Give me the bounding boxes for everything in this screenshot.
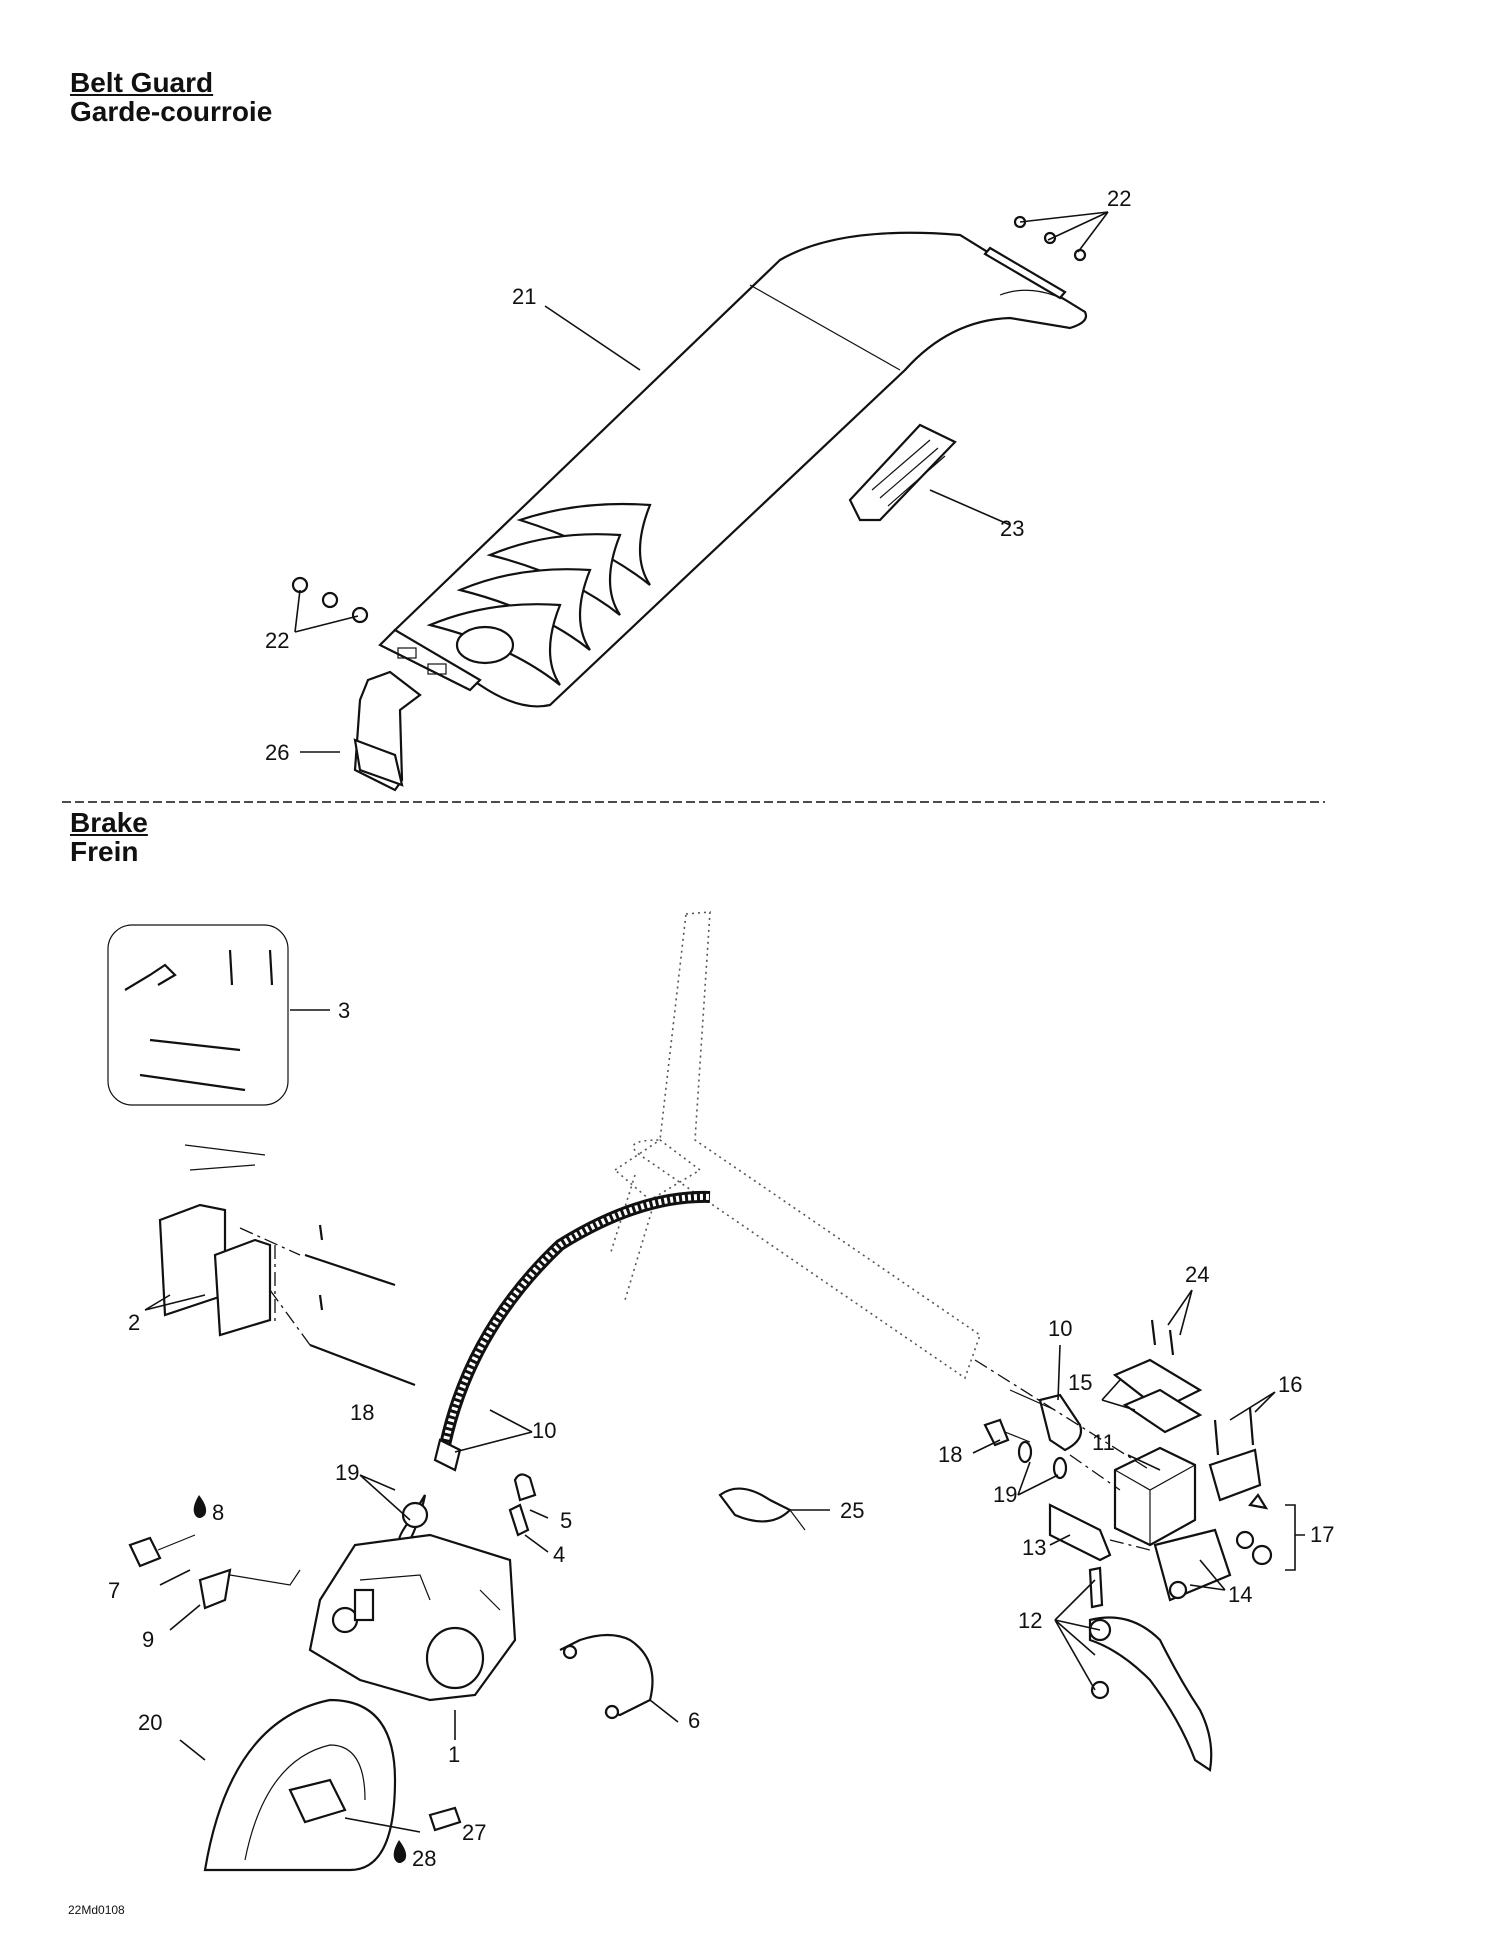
belt-guard-leaders	[294, 211, 1109, 753]
callout-4: 4	[553, 1542, 565, 1567]
bracket-26	[353, 670, 422, 792]
retainer-9	[198, 1568, 301, 1610]
cap-5	[513, 1473, 537, 1502]
handlebar-phantom	[609, 911, 981, 1380]
lubricant-drop-icon	[193, 1495, 207, 1518]
callout-5: 5	[560, 1508, 572, 1533]
banjo-fitting-10	[1009, 1389, 1083, 1452]
callout-25: 25	[840, 1498, 864, 1523]
callout-22-left: 22	[265, 628, 289, 653]
callout-16: 16	[1278, 1372, 1302, 1397]
brake-hose-10	[397, 1190, 711, 1547]
brake-title-en: Brake	[70, 807, 148, 838]
callout-27: 27	[462, 1820, 486, 1845]
callout-21: 21	[512, 284, 536, 309]
callout-15: 15	[1068, 1370, 1092, 1395]
callout-14: 14	[1228, 1582, 1252, 1607]
callout-26: 26	[265, 740, 289, 765]
nuts-22-top	[1013, 215, 1087, 262]
drawing-reference: 22Md0108	[68, 1903, 125, 1917]
bleeder-4	[508, 1503, 530, 1537]
callout-19-right: 19	[993, 1482, 1017, 1507]
nuts-22-left	[291, 576, 369, 624]
screws-24	[1150, 1319, 1175, 1356]
callout-18-right: 18	[938, 1442, 962, 1467]
brake-disc-20	[203, 1698, 462, 1872]
callout-11: 11	[1092, 1430, 1115, 1455]
callout-10-right: 10	[1048, 1316, 1072, 1341]
callout-24: 24	[1185, 1262, 1209, 1287]
washers-19-right	[1017, 1440, 1068, 1480]
belt-guard-title-fr: Garde-courroie	[70, 96, 273, 127]
brake-heading: Brake Frein	[70, 808, 148, 866]
pivot-parts-17	[1235, 1493, 1273, 1566]
callout-20: 20	[138, 1710, 162, 1735]
master-cylinder-dash-lines	[974, 1359, 1151, 1551]
callout-9: 9	[142, 1627, 154, 1652]
callout-2: 2	[128, 1310, 140, 1335]
callout-10-left: 10	[532, 1418, 556, 1443]
brake-pads-2	[158, 1144, 416, 1387]
decal-23	[848, 423, 957, 522]
callout-22-top: 22	[1107, 186, 1131, 211]
lever-12	[1088, 1566, 1213, 1772]
belt-guard-heading: Belt Guard Garde-courroie	[70, 68, 272, 126]
bracket-14	[1153, 1528, 1232, 1602]
brake-leaders	[144, 1009, 1305, 1833]
callout-3: 3	[338, 998, 350, 1023]
callout-23: 23	[1000, 516, 1024, 541]
belt-guard-title-en: Belt Guard	[70, 67, 214, 98]
callout-8: 8	[212, 1500, 224, 1525]
master-cylinder-11	[1113, 1446, 1197, 1547]
callout-28: 28	[412, 1846, 436, 1871]
callout-19-left: 19	[335, 1460, 359, 1485]
bolt-18-right	[983, 1418, 1031, 1447]
piston-13	[1048, 1503, 1112, 1562]
bolt-7	[128, 1534, 196, 1568]
line-6	[559, 1633, 654, 1720]
reservoir-cover-15	[1112, 1358, 1203, 1434]
callout-7: 7	[108, 1578, 120, 1603]
belt-guard-vents	[426, 502, 652, 686]
brake-title-fr: Frein	[70, 836, 139, 867]
rear-rod	[983, 246, 1067, 300]
callout-12: 12	[1018, 1608, 1042, 1633]
callout-labels: 21 22 23 22 26 3 2 18 10 19 8 5 4 7 9 6 …	[108, 186, 1334, 1871]
callout-17: 17	[1310, 1522, 1334, 1547]
belt-guard-front-tab	[378, 628, 482, 692]
kit-3-box	[107, 924, 289, 1106]
brake-caliper-1	[308, 1533, 517, 1702]
clamp-16	[1208, 1407, 1262, 1502]
callout-1: 1	[448, 1742, 460, 1767]
lubricant-drop-icon	[393, 1840, 407, 1863]
callout-6: 6	[688, 1708, 700, 1733]
callout-13: 13	[1022, 1535, 1046, 1560]
callout-18-left: 18	[350, 1400, 374, 1425]
